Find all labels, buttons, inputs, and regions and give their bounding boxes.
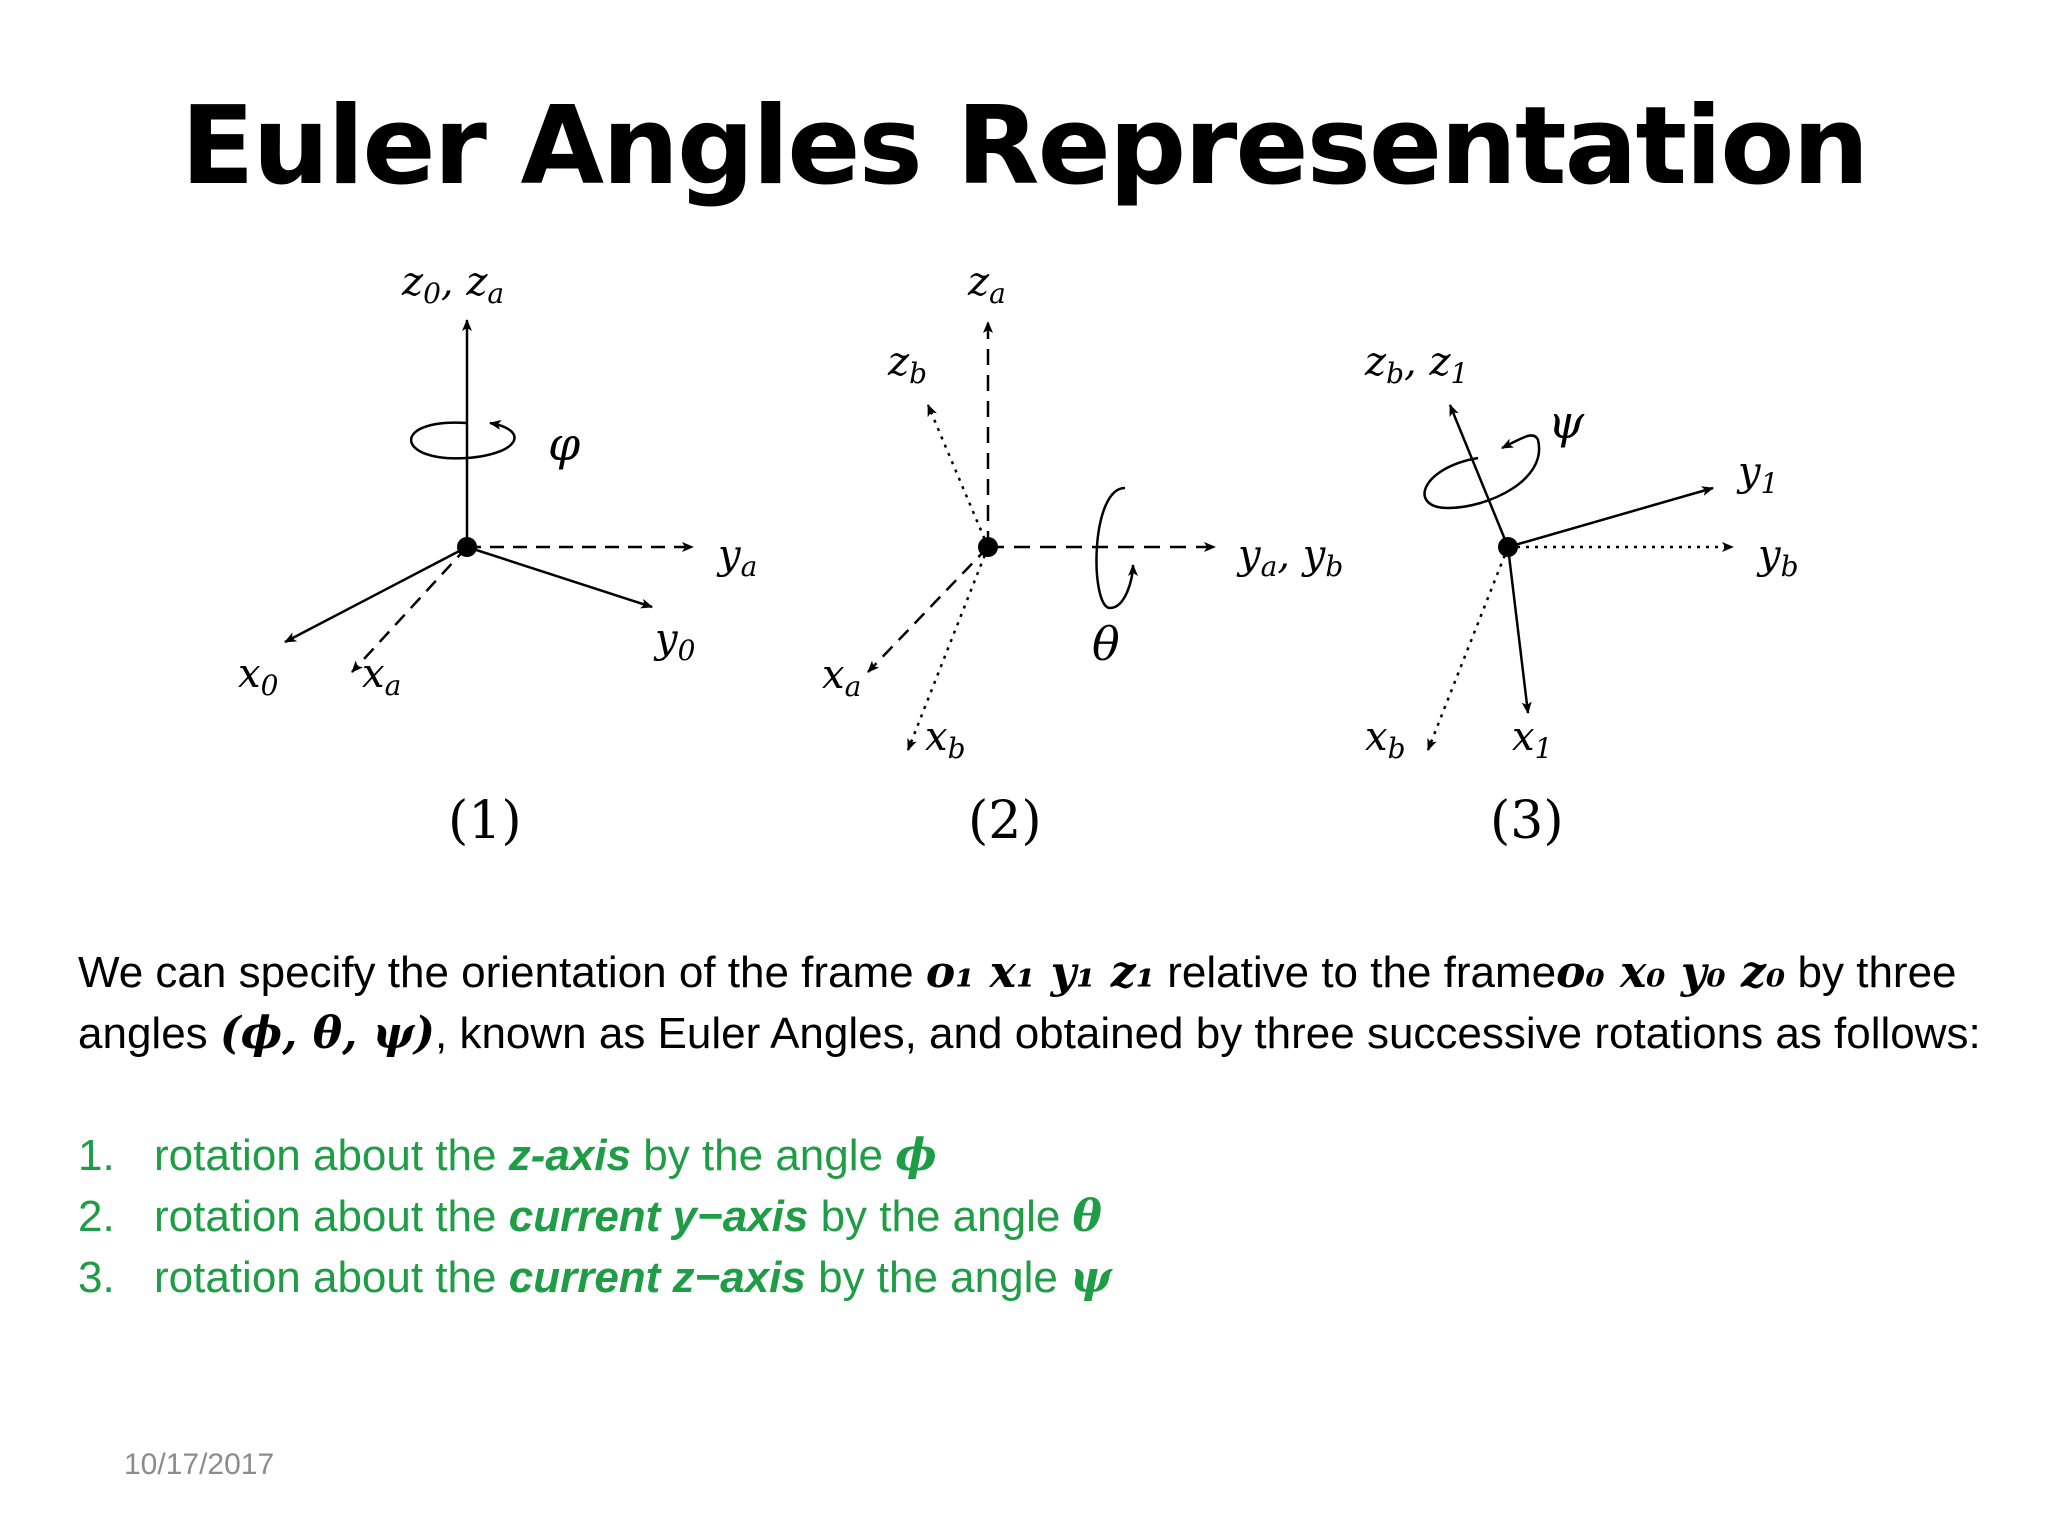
svg-text:ya, yb: ya, yb (1236, 532, 1343, 583)
panel-2: za zb ya, yb θ xa xb (2) (822, 259, 1343, 851)
phi-rotation-arrow (409, 419, 516, 460)
rotation-steps-list: 1. rotation about the z-axis by the angl… (78, 1125, 1678, 1308)
angle-symbol: ϕ (895, 1130, 937, 1181)
label-y1: y (1736, 449, 1762, 495)
label-xa: x (822, 652, 845, 698)
label-ya-yb: y (1236, 532, 1262, 578)
euler-angles-symbol: (ϕ, θ, ψ) (219, 1008, 435, 1059)
label-x1: x (1512, 714, 1535, 760)
theta-rotation-arrow (1095, 486, 1138, 610)
origin-point-3 (1498, 537, 1518, 557)
svg-text:xb: xb (925, 714, 966, 765)
y1-axis (1507, 486, 1714, 549)
caption-1: (1) (448, 791, 522, 851)
description-paragraph: We can specify the orientation of the fr… (78, 947, 1981, 1059)
svg-text:yb: yb (1756, 532, 1799, 583)
label-phi: φ (548, 417, 581, 471)
angle-symbol: ψ (1070, 1252, 1112, 1303)
svg-text:z0, za: z0, za (401, 259, 504, 310)
svg-text:x0: x0 (238, 651, 278, 702)
x1-axis (1506, 546, 1532, 714)
label-xb: x (1365, 714, 1388, 760)
origin-point (457, 537, 477, 557)
zb-z1-axis (1448, 404, 1510, 548)
svg-text:y1: y1 (1736, 449, 1778, 500)
zb-axis (926, 404, 990, 548)
euler-angles-diagram: z0, za φ ya y0 x0 xa (1) za zb ya, yb θ … (238, 259, 1799, 851)
x0-axis (284, 545, 468, 644)
axis-term: z-axis (508, 1131, 632, 1180)
list-item: 1. rotation about the z-axis by the angl… (78, 1130, 937, 1181)
axis-term: current y−axis (508, 1192, 809, 1241)
label-y0: y (653, 616, 679, 662)
angle-symbol: θ (1072, 1191, 1102, 1242)
frame-1-symbol: o₁ x₁ y₁ z₁ (925, 947, 1156, 998)
label-za: z (465, 259, 488, 305)
svg-text:y0: y0 (653, 616, 695, 667)
label-xa: x (362, 651, 385, 697)
panel-1: z0, za φ ya y0 x0 xa (1) (238, 259, 757, 851)
label-theta: θ (1092, 617, 1120, 671)
svg-text:xb: xb (1365, 714, 1406, 765)
list-item: 3. rotation about the current z−axis by … (78, 1252, 1112, 1303)
axis-term: current z−axis (508, 1253, 806, 1302)
y0-axis (466, 545, 653, 609)
caption-2: (2) (968, 791, 1042, 851)
svg-text:xa: xa (362, 651, 401, 702)
label-x0: x (238, 651, 261, 697)
panel-3: zb, z1 ψ y1 yb xb x1 (3) (1364, 339, 1799, 851)
svg-text:ya: ya (716, 532, 757, 583)
svg-text:x1: x1 (1512, 714, 1552, 765)
svg-text:za: za (967, 259, 1006, 310)
origin-point-2 (978, 537, 998, 557)
xb-axis-3 (1426, 546, 1510, 751)
slide-date: 10/17/2017 (124, 1448, 275, 1481)
caption-3: (3) (1490, 791, 1564, 851)
psi-rotation-arrow (1423, 434, 1541, 510)
svg-text:zb: zb (887, 339, 927, 390)
label-zb: z (887, 339, 910, 385)
label-psi: ψ (1548, 395, 1585, 449)
svg-text:zb, z1: zb, z1 (1364, 339, 1468, 390)
slide-title: Euler Angles Representation (180, 84, 1870, 209)
frame-0-symbol: o₀ x₀ y₀ z₀ (1556, 947, 1786, 998)
label-zb-z1: z (1364, 339, 1387, 385)
xb-axis-2 (906, 546, 990, 751)
xa-axis-2 (867, 546, 989, 673)
xa-axis (351, 546, 468, 673)
svg-text:xa: xa (822, 652, 861, 703)
label-za: z (967, 259, 990, 305)
label-ya: y (716, 532, 742, 578)
label-xb: x (925, 714, 948, 760)
label-yb: y (1756, 532, 1782, 578)
list-item: 2. rotation about the current y−axis by … (78, 1191, 1102, 1242)
label-z0: z (401, 259, 424, 305)
